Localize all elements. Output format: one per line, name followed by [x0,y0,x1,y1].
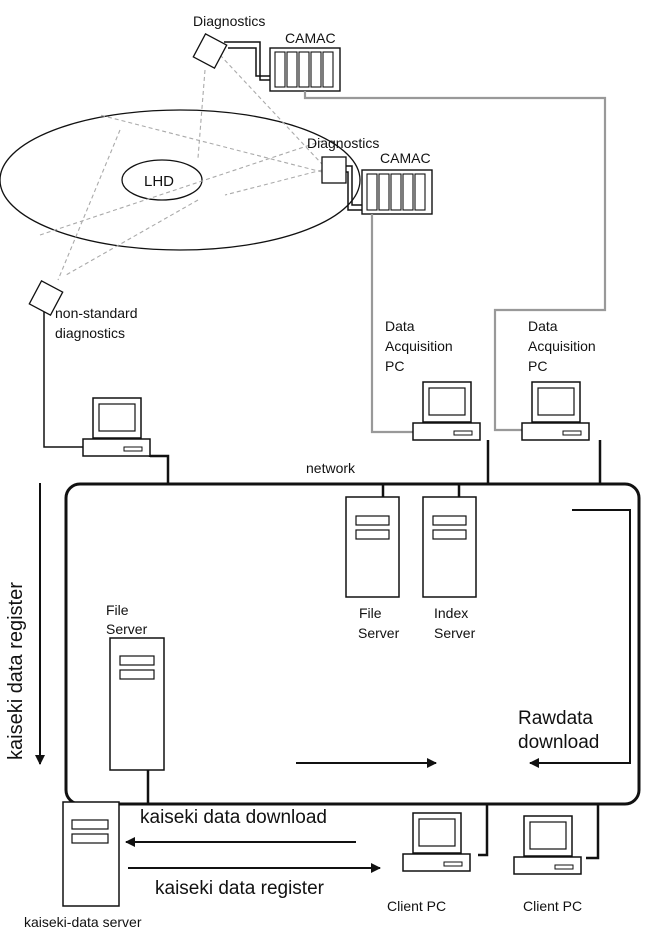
index-server [422,496,477,598]
client-pc-2 [513,815,582,875]
rawdata-download-arrow [529,509,631,768]
diagnostic-sightlines [39,54,336,281]
daq-pc-right [521,381,590,441]
camac-crate-top [269,47,341,92]
file-server-center-label-line2: Server [358,625,400,641]
daq-pc-left-label-line2: Acquisition [385,338,453,354]
daq-pc-left-label-line1: Data [385,318,415,334]
rawdata-label-line1: Rawdata [518,708,593,729]
file-server-left-label-line1: File [106,602,129,618]
client-pc-2-label: Client PC [523,898,582,914]
daq-pc-left [412,381,481,441]
client-pc-1 [402,812,471,872]
camac-middle-label: CAMAC [380,150,431,166]
diagnostics-middle-label: Diagnostics [307,135,379,151]
kaiseki-register-label: kaiseki data register [155,878,325,899]
non-standard-label-line2: diagnostics [55,325,125,341]
lhd-torus [0,109,361,251]
camac-daq-links [303,91,607,434]
rawdata-label-line2: download [518,732,599,753]
lhd-label: LHD [144,173,174,190]
client-pc-1-label: Client PC [387,898,446,914]
diagnostics-top-label: Diagnostics [193,13,265,29]
kaiseki-server-label: kaiseki-data server [24,914,142,930]
file-server-left [109,637,165,771]
desktop-pc-non-standard [82,397,151,457]
diagnostics-sensor-top [192,33,278,81]
kaiseki-download-label: kaiseki data download [140,807,327,828]
network-label: network [306,460,356,476]
flow-arrows [35,483,631,873]
daq-pc-right-label-line1: Data [528,318,558,334]
file-server-left-label-line2: Server [106,621,148,637]
daq-pc-right-label-line2: Acquisition [528,338,596,354]
network-loop [64,482,641,806]
non-standard-diagnostics-sensor [28,280,84,448]
camac-crate-middle [361,169,433,215]
kaiseki-data-server [62,801,120,907]
index-server-label-line2: Server [434,625,476,641]
camac-top-label: CAMAC [285,30,336,46]
file-server-center-label-line1: File [359,605,382,621]
daq-pc-left-label-line3: PC [385,358,404,374]
non-standard-label-line1: non-standard [55,305,138,321]
index-server-label-line1: Index [434,605,468,621]
kaiseki-register-vertical-label: kaiseki data register [5,582,27,760]
file-server-center [345,496,400,598]
daq-pc-right-label-line3: PC [528,358,547,374]
